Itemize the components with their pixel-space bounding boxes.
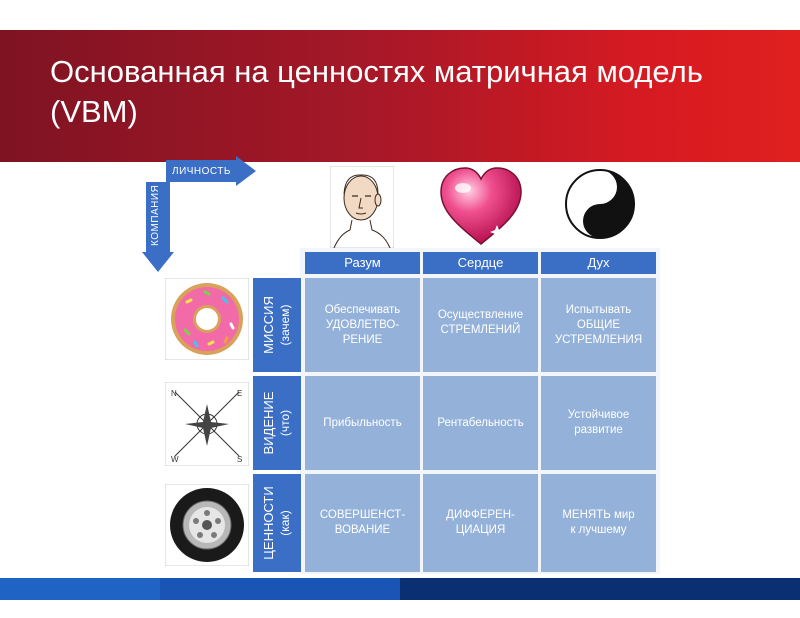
row-header-mission: МИССИЯ (зачем) <box>253 278 301 372</box>
compass-letter: W <box>171 455 179 464</box>
column-header-heart: Сердце <box>423 252 538 274</box>
matrix-cell: Рентабельность <box>423 376 538 470</box>
matrix-cell: Испытывать ОБЩИЕ УСТРЕМЛЕНИЯ <box>541 278 656 372</box>
donut-icon <box>165 278 249 360</box>
yin-yang-icon <box>565 169 635 239</box>
matrix-cell: Осуществление СТРЕМЛЕНИЙ <box>423 278 538 372</box>
column-header-spirit: Дух <box>541 252 656 274</box>
matrix-cell: Обеспечивать УДОВЛЕТВО- РЕНИЕ <box>305 278 420 372</box>
row-header-values: ЦЕННОСТИ (как) <box>253 474 301 572</box>
matrix-cell: Прибыльность <box>305 376 420 470</box>
footer-strip <box>0 578 160 600</box>
heart-icon <box>440 167 522 245</box>
row-header-vision: ВИДЕНИЕ (что) <box>253 376 301 470</box>
title-banner <box>0 30 800 162</box>
company-axis-label: КОМПАНИЯ <box>150 184 161 246</box>
matrix-cell: СОВЕРШЕНСТ- ВОВАНИЕ <box>305 474 420 572</box>
footer-strip <box>160 578 400 600</box>
matrix-cell: МЕНЯТЬ мир к лучшему <box>541 474 656 572</box>
slide-title: Основанная на ценностях матричная модель… <box>50 54 703 129</box>
column-header-mind: Разум <box>305 252 420 274</box>
company-arrow <box>142 182 174 272</box>
matrix-cell: ДИФФЕРЕН- ЦИАЦИЯ <box>423 474 538 572</box>
personality-arrow <box>166 156 256 186</box>
compass-icon: N E W S <box>165 382 249 466</box>
compass-letter: E <box>237 389 242 398</box>
matrix-cell: Устойчивое развитие <box>541 376 656 470</box>
head-icon <box>330 166 394 248</box>
footer-strip <box>400 578 800 600</box>
compass-letter: N <box>171 389 177 398</box>
personality-axis-label: ЛИЧНОСТЬ <box>172 166 231 177</box>
compass-letter: S <box>237 455 242 464</box>
wheel-icon <box>165 484 249 566</box>
